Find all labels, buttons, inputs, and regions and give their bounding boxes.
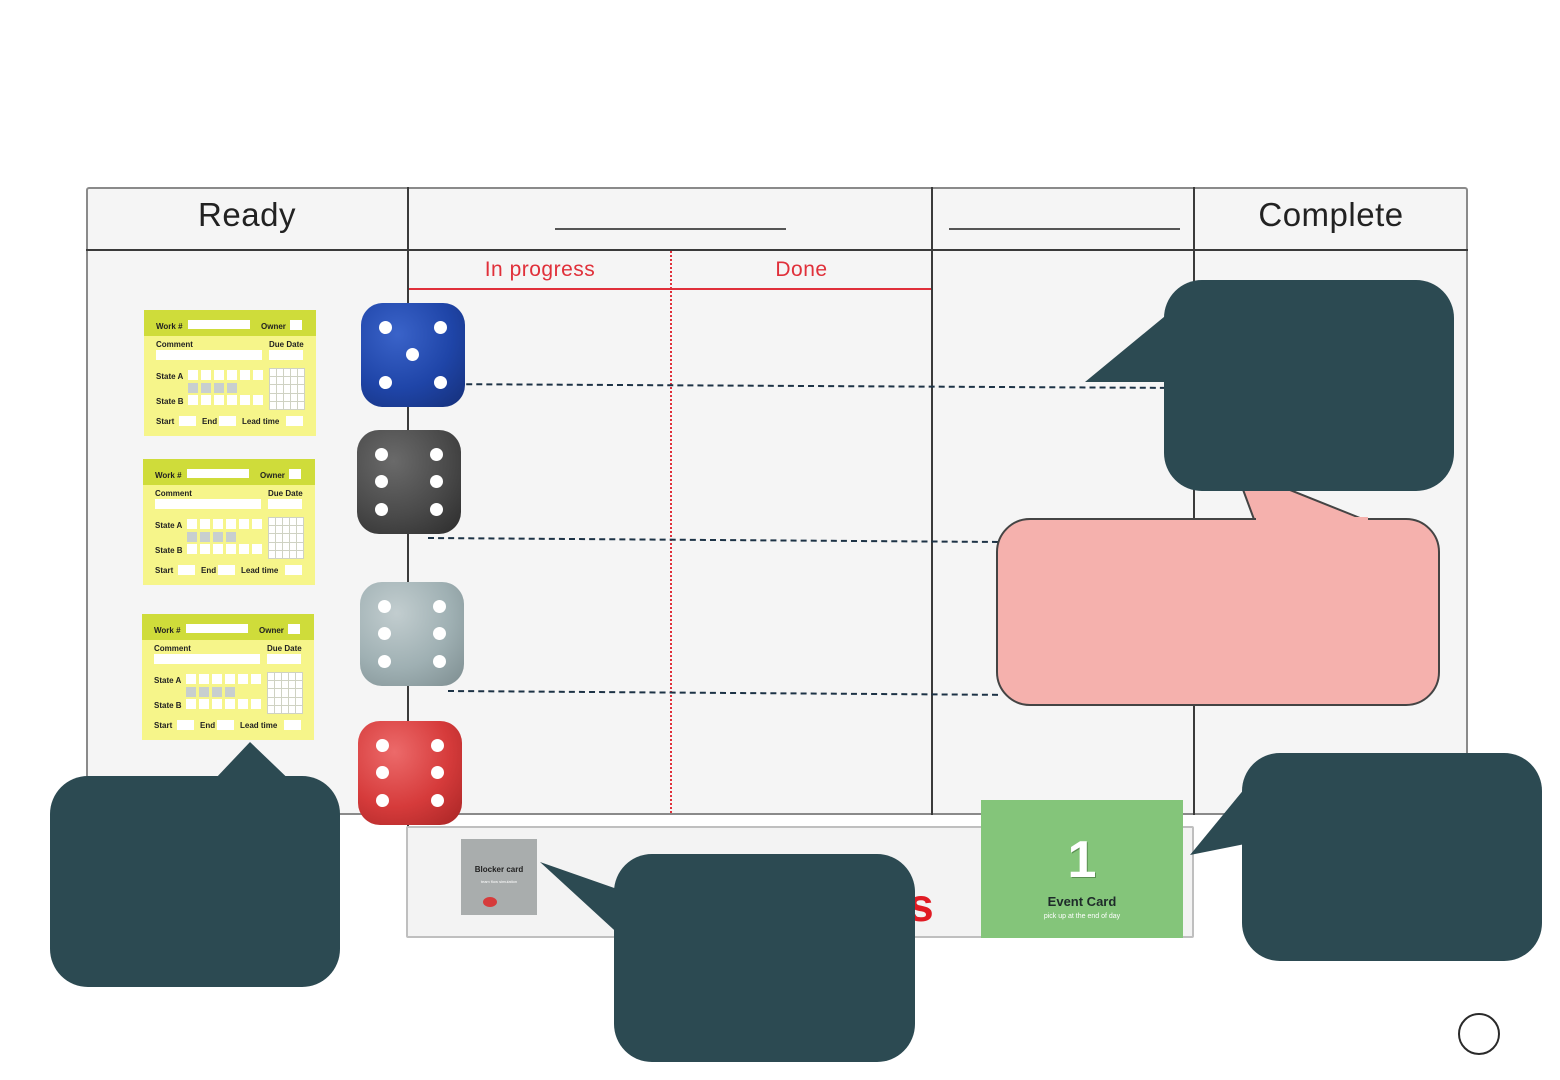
work-card[interactable]: Work # Owner Comment Due Date State A St… [142,614,314,740]
owner-label: Owner [261,322,286,331]
column-divider [1193,187,1195,815]
lead-time-field[interactable] [285,565,302,575]
state-a-boxes[interactable] [186,674,262,684]
owner-field[interactable] [288,624,300,634]
state-b-boxes[interactable] [186,699,262,709]
work-card[interactable]: Work # Owner Comment Due Date State A St… [143,459,315,585]
start-field[interactable] [178,565,195,575]
owner-label: Owner [259,626,284,635]
circle-button[interactable] [1458,1013,1500,1055]
comment-label: Comment [154,644,191,653]
light-grey-die[interactable] [360,582,464,686]
due-date-label: Due Date [268,489,303,498]
state-a-label: State A [154,676,182,685]
work-number-field[interactable] [188,320,250,329]
blocker-card-title: Blocker card [474,865,524,874]
work-number-field[interactable] [186,624,248,633]
blocker-logo-icon [483,897,497,907]
dark-grey-die[interactable] [357,430,461,534]
comment-field[interactable] [155,499,261,509]
work-number-label: Work # [154,626,181,635]
card-header: Work # Owner [144,310,316,336]
lead-time-label: Lead time [241,566,279,575]
card-header: Work # Owner [143,459,315,485]
start-label: Start [155,566,174,575]
bubble-tail-top-right [1085,312,1175,382]
state-b-boxes[interactable] [187,544,263,554]
state-a-boxes[interactable] [188,370,264,380]
column-divider [931,187,933,815]
blank-column-title-line [555,228,786,230]
lead-time-field[interactable] [286,416,303,426]
event-card[interactable]: 1 Event Card pick up at the end of day [981,800,1183,938]
column-title-ready: Ready [198,196,296,233]
event-card-title: Event Card [1047,894,1117,909]
due-date-field[interactable] [268,499,302,509]
due-date-field[interactable] [269,350,303,360]
blank-column-title-line [949,228,1180,230]
column-title-complete: Complete [1258,196,1404,233]
owner-field[interactable] [289,469,301,479]
speech-bubble-left [50,776,340,987]
state-a-label: State A [155,521,183,530]
state-b-label: State B [155,546,183,555]
state-shaded-boxes [188,383,238,393]
end-field[interactable] [217,720,234,730]
owner-label: Owner [260,471,285,480]
lead-time-label: Lead time [240,721,278,730]
tracking-grid[interactable] [269,368,305,410]
blue-die[interactable] [361,303,465,407]
end-field[interactable] [219,416,236,426]
due-date-label: Due Date [269,340,304,349]
comment-label: Comment [156,340,193,349]
start-label: Start [156,417,175,426]
due-date-field[interactable] [267,654,301,664]
end-field[interactable] [218,565,235,575]
owner-field[interactable] [290,320,302,330]
start-label: Start [154,721,173,730]
end-label: End [202,417,218,426]
lead-time-label: Lead time [242,417,280,426]
state-shaded-boxes [186,687,236,697]
work-number-label: Work # [155,471,182,480]
state-b-label: State B [154,701,182,710]
state-b-boxes[interactable] [188,395,264,405]
start-field[interactable] [179,416,196,426]
work-number-label: Work # [156,322,183,331]
blocker-card-subtitle: team flow simulation [480,879,518,884]
tracking-grid[interactable] [268,517,304,559]
state-shaded-boxes [187,532,237,542]
state-a-label: State A [156,372,184,381]
pink-speech-bubble [996,518,1440,706]
work-card[interactable]: Work # Owner Comment Due Date State A St… [144,310,316,436]
speech-bubble-right [1242,753,1542,961]
tracking-grid[interactable] [267,672,303,714]
due-date-label: Due Date [267,644,302,653]
speech-bubble-bottom [614,854,915,1062]
pink-bubble-tail-joint [1256,517,1368,521]
end-label: End [200,721,216,730]
comment-label: Comment [155,489,192,498]
red-die[interactable] [358,721,462,825]
state-b-label: State B [156,397,184,406]
comment-field[interactable] [156,350,262,360]
comment-field[interactable] [154,654,260,664]
start-field[interactable] [177,720,194,730]
subcolumn-in-progress: In progress [484,258,596,281]
speech-bubble-top-right [1164,280,1454,491]
state-a-boxes[interactable] [187,519,263,529]
card-header: Work # Owner [142,614,314,640]
bubble-tail-bottom [540,862,625,940]
end-label: End [201,566,217,575]
blocker-card[interactable]: Blocker card team flow simulation [461,839,537,915]
lead-time-field[interactable] [284,720,301,730]
subcolumn-done: Done [775,258,828,281]
event-card-number: 1 [1067,831,1097,889]
work-number-field[interactable] [187,469,249,478]
subcolumn-divider [670,251,672,813]
event-card-subtitle: pick up at the end of day [1043,913,1121,920]
header-divider [86,249,1468,251]
